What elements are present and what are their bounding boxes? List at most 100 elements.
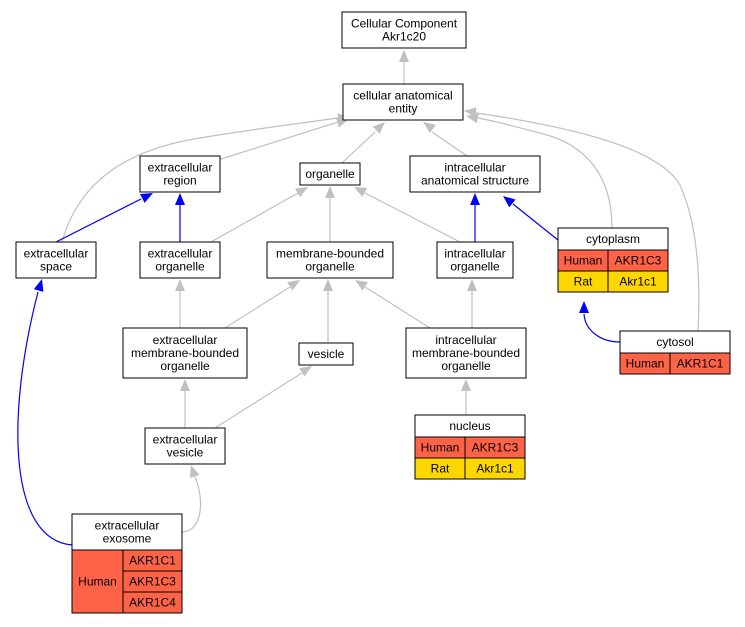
edge-line [181, 476, 202, 533]
arrowhead [295, 187, 308, 198]
node-label-line: Cellular Component [351, 17, 458, 31]
arrowhead [175, 193, 185, 205]
node-label-line: membrane-bounded [412, 346, 520, 360]
gene-cell [607, 270, 669, 293]
arrowhead [355, 280, 368, 291]
node-box [409, 155, 541, 193]
gene-label: AKR1C3 [129, 575, 176, 589]
edge-line [341, 131, 376, 164]
node-label-line: extracellular [24, 247, 89, 261]
node-label-line: membrane-bounded [276, 247, 384, 261]
gene-label: AKR1C3 [615, 254, 662, 268]
gene-cell [122, 591, 183, 614]
node-label-line: extracellular [153, 333, 218, 347]
gene-label: AKR1C1 [677, 357, 724, 371]
gene-label: AKR1C4 [129, 596, 176, 610]
edge-es-er [55, 193, 153, 243]
arrowhead [33, 279, 44, 292]
node-label-line: intracellular [444, 161, 505, 175]
node-label-line: membrane-bounded [131, 346, 239, 360]
node-box [436, 241, 514, 279]
gene-label: AKR1C3 [472, 441, 519, 455]
arrowhead [467, 279, 477, 291]
node-label-line: space [40, 260, 72, 274]
node-label-line: nucleus [449, 419, 490, 433]
edge-eo-er [175, 193, 185, 242]
gene-cell [464, 457, 526, 480]
node-box [342, 83, 464, 121]
gene-cell [669, 352, 731, 375]
edge-imbo-io [467, 279, 477, 328]
node-label-line: extracellular [148, 161, 213, 175]
edge-line [17, 291, 73, 546]
edge-line [583, 313, 621, 343]
arrowhead [189, 465, 200, 478]
node-exo[interactable]: extracellularexosomeHumanAKR1C1AKR1C3AKR… [71, 513, 183, 614]
node-label-line: organelle [160, 359, 210, 373]
gene-label: AKR1C1 [129, 554, 176, 568]
arrowhead [464, 107, 477, 118]
node-box [139, 155, 221, 193]
edge-ev-ves [214, 366, 312, 429]
node-label-line: extracellular [95, 519, 160, 533]
edge-line [475, 112, 700, 332]
edge-line [477, 117, 613, 229]
node-label-line: exosome [103, 532, 152, 546]
edge-line [364, 286, 431, 329]
node-label-line: anatomical structure [421, 174, 529, 188]
arrowhead [287, 280, 300, 291]
node-ves[interactable]: vesicle [298, 342, 354, 366]
edge-mbo-org [325, 186, 335, 242]
arrowhead [299, 366, 312, 377]
node-label-line: cytosol [656, 335, 693, 349]
edge-io-ias [470, 193, 480, 242]
arrowhead [180, 379, 190, 391]
node-org[interactable]: organelle [299, 162, 361, 186]
node-label-line: vesicle [308, 347, 345, 361]
edge-line [55, 198, 142, 243]
edge-er-cae [217, 117, 349, 161]
node-label-line: organelle [305, 167, 355, 181]
edge-cyto-ias [503, 196, 559, 241]
edge-embo-mbo [224, 280, 300, 329]
node-label-line: entity [389, 102, 418, 116]
arrowhead [423, 122, 436, 133]
edge-cytosol-cyto [579, 301, 621, 343]
edge-line [61, 117, 339, 243]
species-label: Human [564, 254, 603, 268]
edge-cytosol-cae [464, 107, 700, 332]
edge-line [512, 203, 559, 241]
species-label: Human [421, 441, 460, 455]
node-box [144, 427, 226, 465]
node-label-line: cellular anatomical [353, 89, 452, 103]
node-label-line: organelle [305, 260, 355, 274]
node-box [15, 241, 97, 279]
node-label-line: Akr1c20 [382, 30, 426, 44]
species-row-human: Human AKR1C3 [557, 249, 669, 272]
node-box [266, 241, 394, 279]
edge-line [224, 286, 291, 329]
node-label-line: cytoplasm [586, 232, 640, 246]
arrowhead [372, 122, 385, 134]
edge-ves-mbo [323, 279, 333, 343]
node-box [299, 162, 361, 186]
node-label-line: intracellular [435, 333, 496, 347]
